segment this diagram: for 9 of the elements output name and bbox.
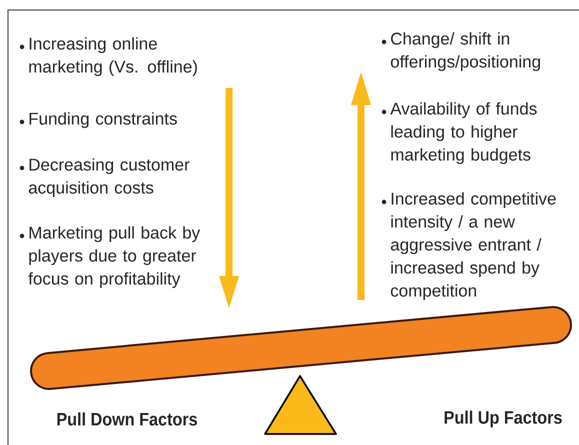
list-item: Increasing online marketing (Vs. offline) (29, 37, 197, 76)
list-item: Marketing pull back by players due to greater focus on profitability (28, 226, 200, 288)
list-item: Funding constraints (30, 112, 177, 128)
list-item: Change/ shift in offerings/positioning (390, 32, 540, 72)
side-heading: Pull Up Factors (444, 410, 562, 428)
list-item: Availability of funds leading to higher marketing budgets (390, 102, 537, 164)
side-heading: Pull Down Factors (57, 412, 197, 426)
list-item: Increased competitive intensity / a new aggressive entrant / increased spend by competition (390, 192, 556, 300)
list-item: Decreasing customer acquisition costs (28, 158, 190, 198)
